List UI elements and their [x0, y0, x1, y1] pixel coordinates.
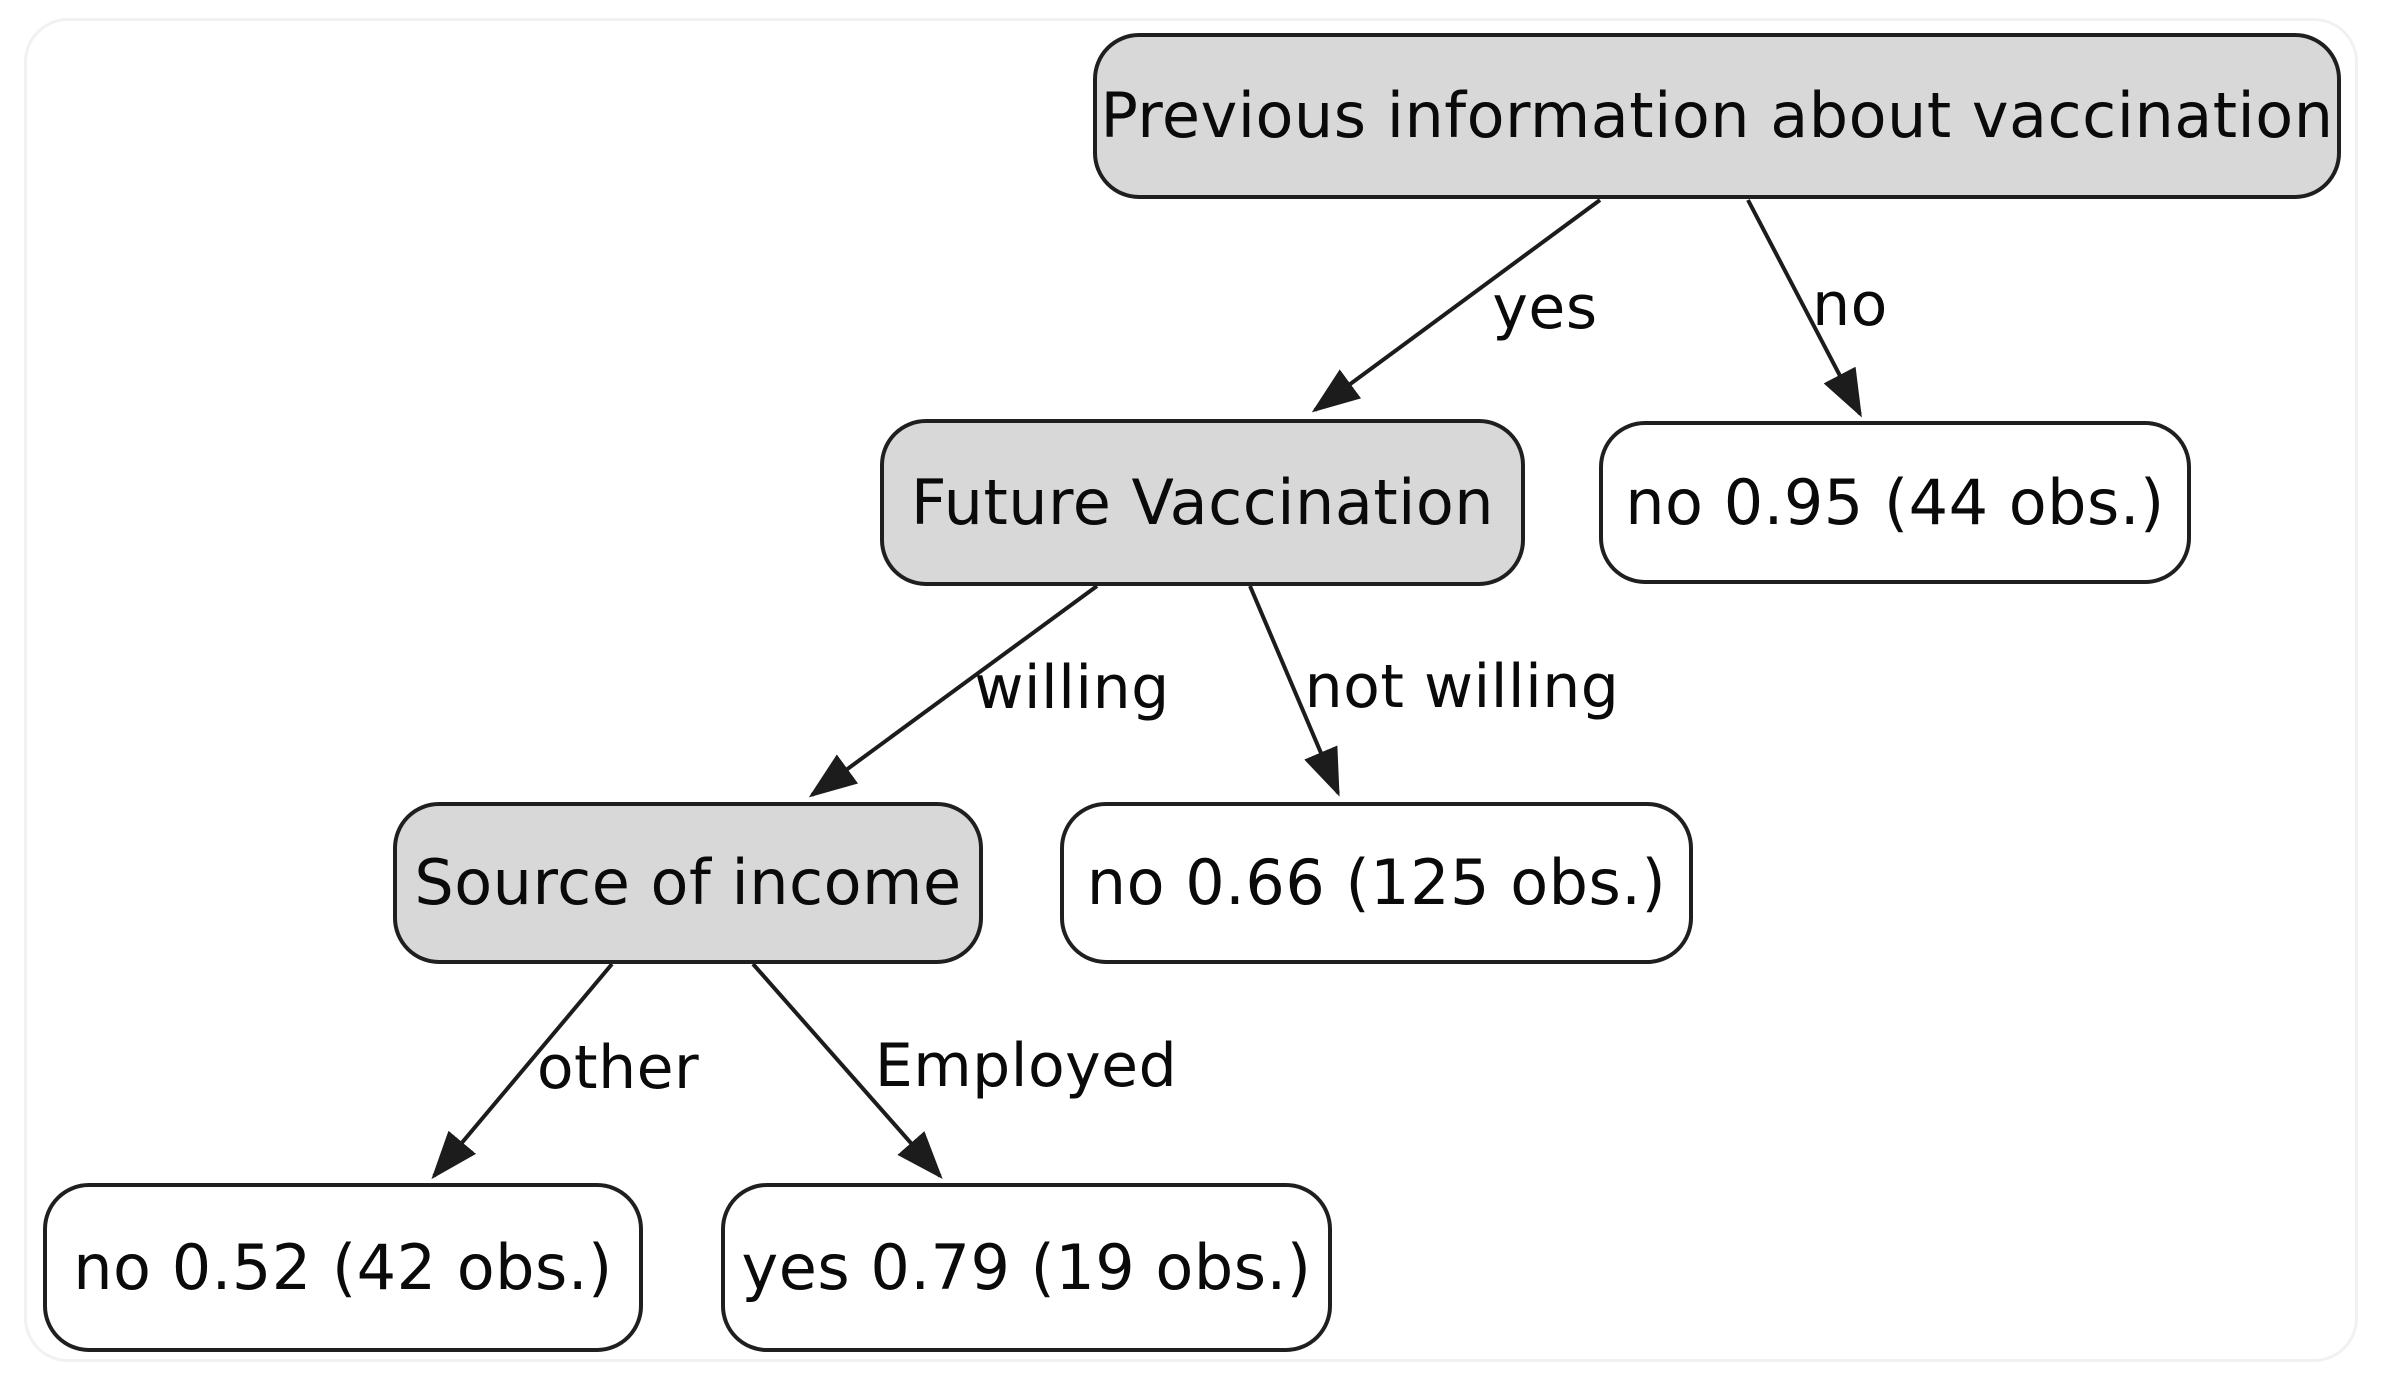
node-future-vaccination: Future Vaccination [880, 419, 1525, 586]
edge-label-yes: yes [1492, 273, 1598, 343]
edge-yes-line [1311, 198, 1602, 413]
node-label: no 0.66 (125 obs.) [1086, 846, 1667, 919]
node-source-of-income: Source of income [393, 802, 983, 964]
edge-not-willing-line [1248, 585, 1340, 797]
edge-label-not-willing: not willing [1304, 652, 1620, 722]
node-label: Previous information about vaccination [1100, 79, 2334, 152]
leaf-node-no-42-obs: no 0.52 (42 obs.) [43, 1183, 643, 1352]
leaf-node-yes-19-obs: yes 0.79 (19 obs.) [721, 1183, 1332, 1352]
leaf-node-no-125-obs: no 0.66 (125 obs.) [1060, 802, 1693, 964]
edge-label-employed: Employed [874, 1031, 1178, 1101]
node-label: Source of income [414, 846, 962, 919]
edge-label-willing: willing [974, 653, 1170, 723]
node-label: yes 0.79 (19 obs.) [741, 1230, 1312, 1304]
node-previous-information-about-vaccination: Previous information about vaccination [1093, 33, 2341, 199]
node-label: no 0.52 (42 obs.) [73, 1230, 613, 1304]
node-label: Future Vaccination [910, 465, 1495, 539]
edge-willing-line [808, 584, 1099, 798]
leaf-node-no-44-obs: no 0.95 (44 obs.) [1599, 421, 2191, 584]
edge-employed-line [751, 962, 943, 1179]
edge-no-line [1746, 199, 1862, 418]
edge-label-no: no [1812, 270, 1888, 340]
edge-label-other: other [536, 1033, 700, 1103]
edge-other-line [431, 962, 614, 1180]
plot-frame [24, 18, 2358, 1362]
node-label: no 0.95 (44 obs.) [1625, 465, 2165, 539]
